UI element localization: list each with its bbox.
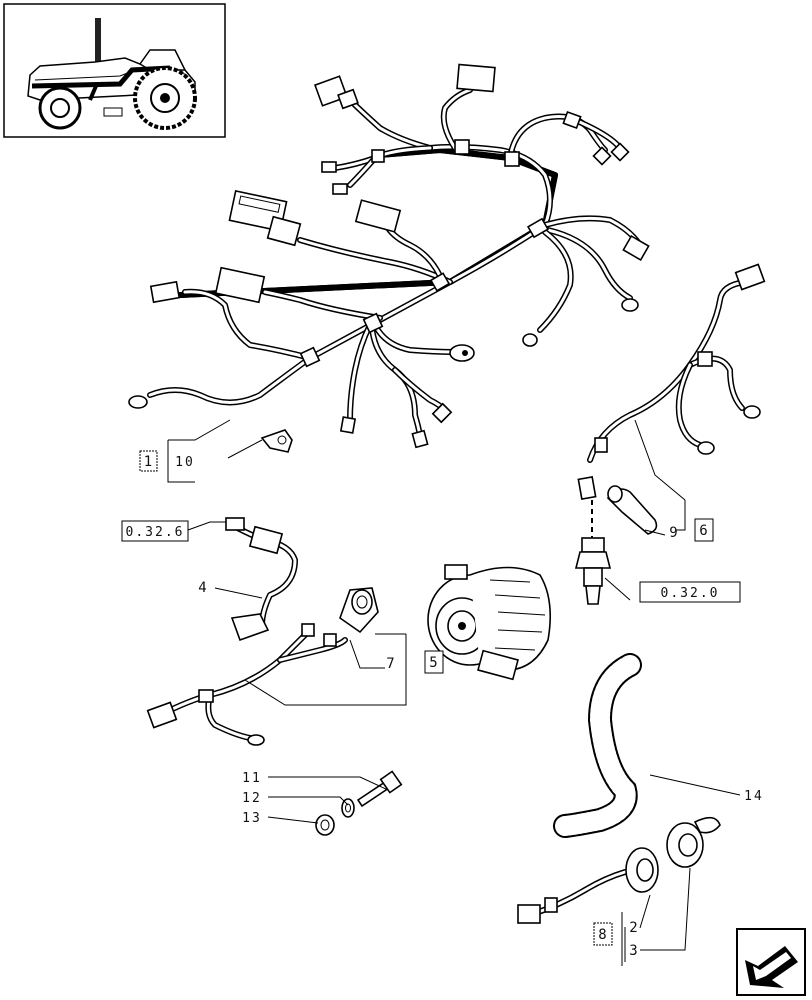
svg-text:2: 2	[629, 920, 638, 936]
svg-text:10: 10	[175, 455, 195, 470]
socket-parts-2-3	[517, 816, 721, 924]
svg-text:0.32.6: 0.32.6	[126, 525, 185, 540]
callout-8: 8	[593, 922, 613, 946]
callout-14: 14	[744, 789, 764, 804]
svg-text:12: 12	[242, 791, 262, 806]
callout-3: 3	[629, 943, 638, 959]
callout-12: 12	[242, 791, 262, 806]
callout-13: 13	[242, 811, 262, 826]
nut-part-13	[315, 814, 335, 836]
bolt-part-11	[356, 770, 403, 808]
svg-text:3: 3	[629, 943, 638, 959]
callout-2: 2	[621, 912, 638, 966]
washer-part-12	[341, 798, 355, 818]
svg-text:6: 6	[699, 523, 708, 539]
next-page-arrow-icon[interactable]	[736, 928, 806, 996]
callout-9: 9	[669, 525, 678, 541]
callout-4: 4	[198, 580, 207, 596]
svg-text:4: 4	[198, 580, 207, 596]
callout-7: 7	[386, 656, 395, 672]
callout-5: 5	[424, 650, 444, 674]
alternator-harness	[146, 517, 379, 746]
callout-11: 11	[242, 771, 262, 786]
tractor-thumbnail-icon[interactable]	[3, 3, 226, 138]
callout-10: 10	[175, 455, 195, 470]
svg-text:8: 8	[598, 927, 607, 943]
svg-text:9: 9	[669, 525, 678, 541]
callout-1: 1	[139, 450, 158, 472]
main-wiring-harness	[128, 63, 650, 449]
part-10-clip	[260, 429, 293, 453]
leader-lines	[167, 419, 741, 962]
corrugated-tube	[553, 653, 642, 838]
svg-text:0.32.0: 0.32.0	[661, 586, 720, 601]
svg-text:7: 7	[386, 656, 395, 672]
callout-0-32-6: 0.32.6	[121, 520, 189, 542]
right-sub-harness	[577, 263, 766, 540]
svg-text:14: 14	[744, 789, 764, 804]
alternator	[427, 564, 552, 681]
callout-0-32-0: 0.32.0	[639, 581, 741, 603]
svg-text:5: 5	[429, 655, 438, 671]
callout-6: 6	[694, 518, 714, 542]
svg-text:11: 11	[242, 771, 262, 786]
temperature-sensor	[574, 537, 612, 605]
svg-text:1: 1	[144, 454, 153, 470]
svg-text:13: 13	[242, 811, 262, 826]
